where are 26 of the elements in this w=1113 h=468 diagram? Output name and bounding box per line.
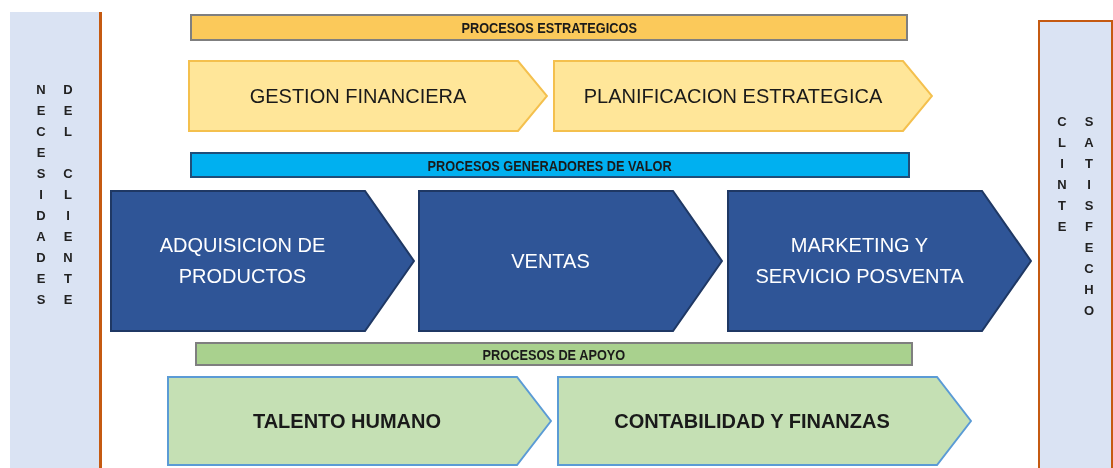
category-bar bbox=[190, 152, 910, 178]
bar-title: PROCESOS ESTRATEGICOS bbox=[461, 19, 637, 36]
bar-title: PROCESOS DE APOYO bbox=[482, 345, 626, 363]
process-label: ADQUISICION DE PRODUCTOS bbox=[158, 233, 327, 289]
process-step bbox=[188, 60, 548, 132]
process-label: TALENTO HUMANO bbox=[252, 408, 442, 434]
process-label: CONTABILIDAD Y FINANZAS bbox=[614, 408, 890, 434]
category-bar bbox=[195, 342, 913, 366]
process-step bbox=[110, 190, 415, 332]
side-panel bbox=[10, 12, 102, 468]
process-label: MARKETING Y SERVICIO POSVENTA bbox=[754, 233, 965, 289]
process-step bbox=[553, 60, 933, 132]
vertical-label: NECESIDADES bbox=[33, 82, 49, 313]
process-label: GESTION FINANCIERA bbox=[249, 83, 467, 109]
category-bar bbox=[190, 14, 908, 41]
side-panel bbox=[1038, 20, 1113, 468]
vertical-label: DEL CLIENTE bbox=[60, 82, 76, 313]
process-step bbox=[167, 376, 552, 466]
vertical-label: SATISFECHO bbox=[1081, 114, 1097, 324]
process-step bbox=[557, 376, 972, 466]
process-label: PLANIFICACION ESTRATEGICA bbox=[583, 83, 883, 109]
process-step bbox=[418, 190, 723, 332]
bar-title: PROCESOS GENERADORES DE VALOR bbox=[427, 156, 673, 174]
process-label: VENTAS bbox=[511, 248, 590, 274]
vertical-label: CLINTE bbox=[1054, 114, 1070, 240]
process-step bbox=[727, 190, 1032, 332]
